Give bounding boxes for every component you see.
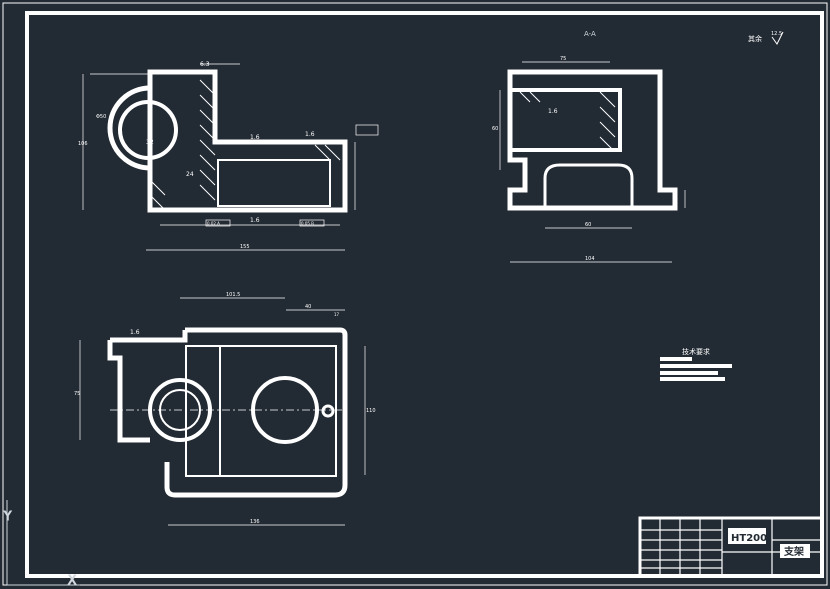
front-roughness-top: 6.3 — [200, 61, 210, 68]
svg-text:12.5: 12.5 — [771, 31, 782, 37]
section-inner-width: 60 — [585, 222, 591, 228]
title-block[interactable]: HT200 支架 — [638, 516, 824, 578]
technical-requirements: 技术要求 — [660, 347, 732, 381]
plan-view[interactable]: 1.6 101.5 40 17 136 75 110 — [74, 292, 376, 526]
front-overall-width: 155 — [240, 244, 250, 250]
svg-text:其余: 其余 — [748, 34, 762, 43]
section-height: 60 — [492, 126, 498, 132]
section-top-width: 75 — [560, 56, 566, 62]
plan-height: 75 — [74, 391, 80, 397]
section-bottom-width: 104 — [585, 256, 595, 262]
plan-height-right: 110 — [366, 408, 376, 414]
plan-finish: 1.6 — [130, 329, 140, 336]
svg-text:X: X — [68, 573, 76, 587]
front-view[interactable]: 6.3 1.6 1.6 1.6 32 24 Φ50 155 106 0.02 A… — [78, 61, 379, 251]
front-tol-note-1: 0.02 A — [207, 221, 220, 226]
plan-top-width: 101.5 — [226, 292, 240, 298]
front-finish-mid: 1.6 — [250, 134, 260, 141]
front-finish-right: 1.6 — [305, 131, 315, 138]
svg-text:Y: Y — [3, 509, 12, 523]
front-finish-bottom: 1.6 — [250, 217, 260, 224]
title-material: HT200 — [731, 533, 767, 544]
front-wall: 24 — [186, 171, 194, 178]
front-left-dia: Φ50 — [96, 114, 106, 120]
plan-overall: 136 — [250, 519, 260, 525]
remainder-roughness: 其余 12.5 — [748, 31, 784, 45]
inner-frame-border — [25, 11, 824, 578]
front-circle-dia: 32 — [146, 139, 154, 146]
title-part-name: 支架 — [783, 545, 804, 558]
section-view-a-a[interactable]: 75 1.6 104 60 60 — [492, 56, 686, 263]
section-roughness: 1.6 — [548, 108, 558, 115]
section-label: A-A — [584, 30, 596, 38]
front-height: 106 — [78, 141, 88, 147]
tech-title: 技术要求 — [682, 347, 710, 356]
front-tol-note-2: 0.05 B — [301, 221, 314, 226]
plan-right-small: 17 — [334, 312, 340, 317]
plan-right-width: 40 — [305, 304, 311, 310]
ucs-icon: Y X — [3, 500, 80, 588]
